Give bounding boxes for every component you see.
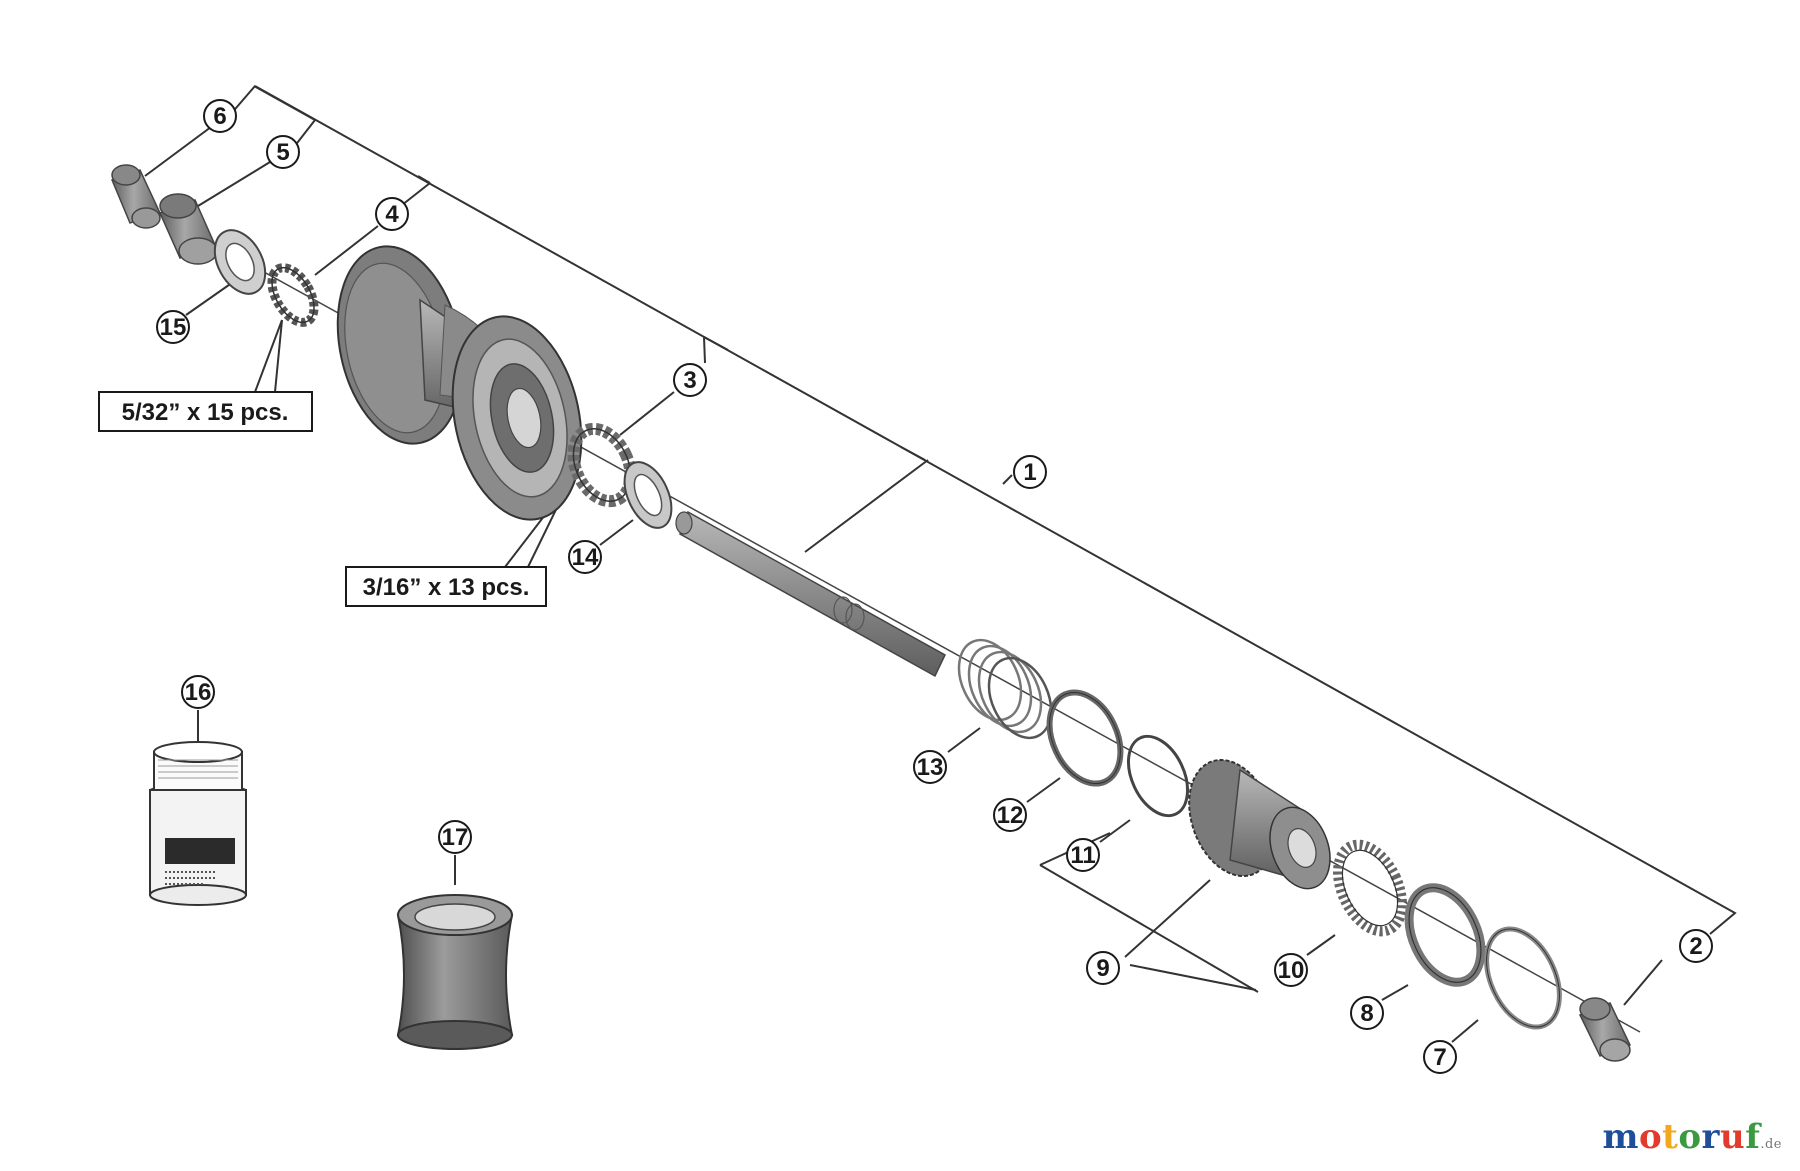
svg-text:1: 1 <box>1023 459 1036 486</box>
lock-nut-part <box>158 193 218 265</box>
watermark-letter: t <box>1662 1117 1679 1157</box>
spec-label-small-balls: 5/32” x 15 pcs. <box>98 391 313 432</box>
leader-lines <box>144 85 1663 1043</box>
watermark-letter: u <box>1719 1117 1746 1157</box>
svg-text:13: 13 <box>917 754 944 781</box>
svg-text:11: 11 <box>1070 842 1095 869</box>
svg-text:16: 16 <box>185 679 212 706</box>
callout-14: 14 <box>568 540 602 574</box>
svg-text:9: 9 <box>1096 955 1109 982</box>
svg-text:14: 14 <box>572 544 599 571</box>
washer-7-part <box>1484 926 1562 1030</box>
svg-text:6: 6 <box>213 103 226 130</box>
callout-11: 11 <box>1066 838 1100 872</box>
watermark-letter: o <box>1678 1117 1702 1157</box>
watermark-logo: motoruf.de <box>1602 1117 1782 1157</box>
svg-text:8: 8 <box>1360 1000 1373 1027</box>
callout-9: 9 <box>1086 951 1120 985</box>
callout-6: 6 <box>203 99 237 133</box>
tool-sleeve-part <box>396 894 514 1050</box>
watermark-text: motoruf <box>1602 1117 1760 1157</box>
callout-2: 2 <box>1679 929 1713 963</box>
ring-12-part <box>1046 689 1124 787</box>
callout-17: 17 <box>438 820 472 854</box>
callout-5: 5 <box>266 135 300 169</box>
svg-text:12: 12 <box>997 802 1024 829</box>
callout-7: 7 <box>1423 1040 1457 1074</box>
svg-text:17: 17 <box>442 824 469 851</box>
toothed-ring-10-part <box>1333 839 1407 937</box>
svg-text:3: 3 <box>683 367 696 394</box>
svg-text:5: 5 <box>276 139 289 166</box>
svg-text:3/16” x 13 pcs.: 3/16” x 13 pcs. <box>363 574 530 601</box>
end-cap-left-part <box>111 164 162 229</box>
svg-text:4: 4 <box>385 201 399 228</box>
spec-label-large-balls: 3/16” x 13 pcs. <box>345 566 547 607</box>
freehub-body-part <box>1188 758 1331 890</box>
svg-text:15: 15 <box>160 314 187 341</box>
ball-retainer-large-part <box>567 422 637 508</box>
svg-text:7: 7 <box>1433 1044 1446 1071</box>
svg-text:2: 2 <box>1689 933 1702 960</box>
callout-12: 12 <box>993 798 1027 832</box>
hub-body-part <box>336 245 583 521</box>
watermark-letter: r <box>1701 1117 1720 1157</box>
grease-jar-part <box>149 741 247 906</box>
callout-8: 8 <box>1350 996 1384 1030</box>
watermark-suffix: .de <box>1760 1137 1782 1152</box>
watermark-letter: m <box>1602 1117 1639 1157</box>
washer-8-part <box>1404 883 1486 987</box>
callout-4: 4 <box>375 197 409 231</box>
end-cap-right-part <box>1578 997 1632 1062</box>
watermark-letter: f <box>1745 1117 1761 1157</box>
callout-10: 10 <box>1274 953 1308 987</box>
washer-15-part <box>213 229 267 295</box>
svg-text:10: 10 <box>1278 957 1305 984</box>
ball-retainer-small-part <box>267 263 319 327</box>
callout-16: 16 <box>181 675 215 709</box>
axle-part <box>675 510 946 678</box>
washer-14-part <box>623 461 673 529</box>
svg-text:5/32” x 15 pcs.: 5/32” x 15 pcs. <box>122 399 289 426</box>
callout-13: 13 <box>913 750 947 784</box>
watermark-letter: o <box>1638 1117 1663 1157</box>
callout-15: 15 <box>156 310 190 344</box>
callout-1: 1 <box>1013 455 1047 489</box>
spring-13-part <box>957 638 1053 740</box>
assembly-bracket <box>253 85 1737 935</box>
ring-11-part <box>1126 734 1190 818</box>
callout-3: 3 <box>673 363 707 397</box>
